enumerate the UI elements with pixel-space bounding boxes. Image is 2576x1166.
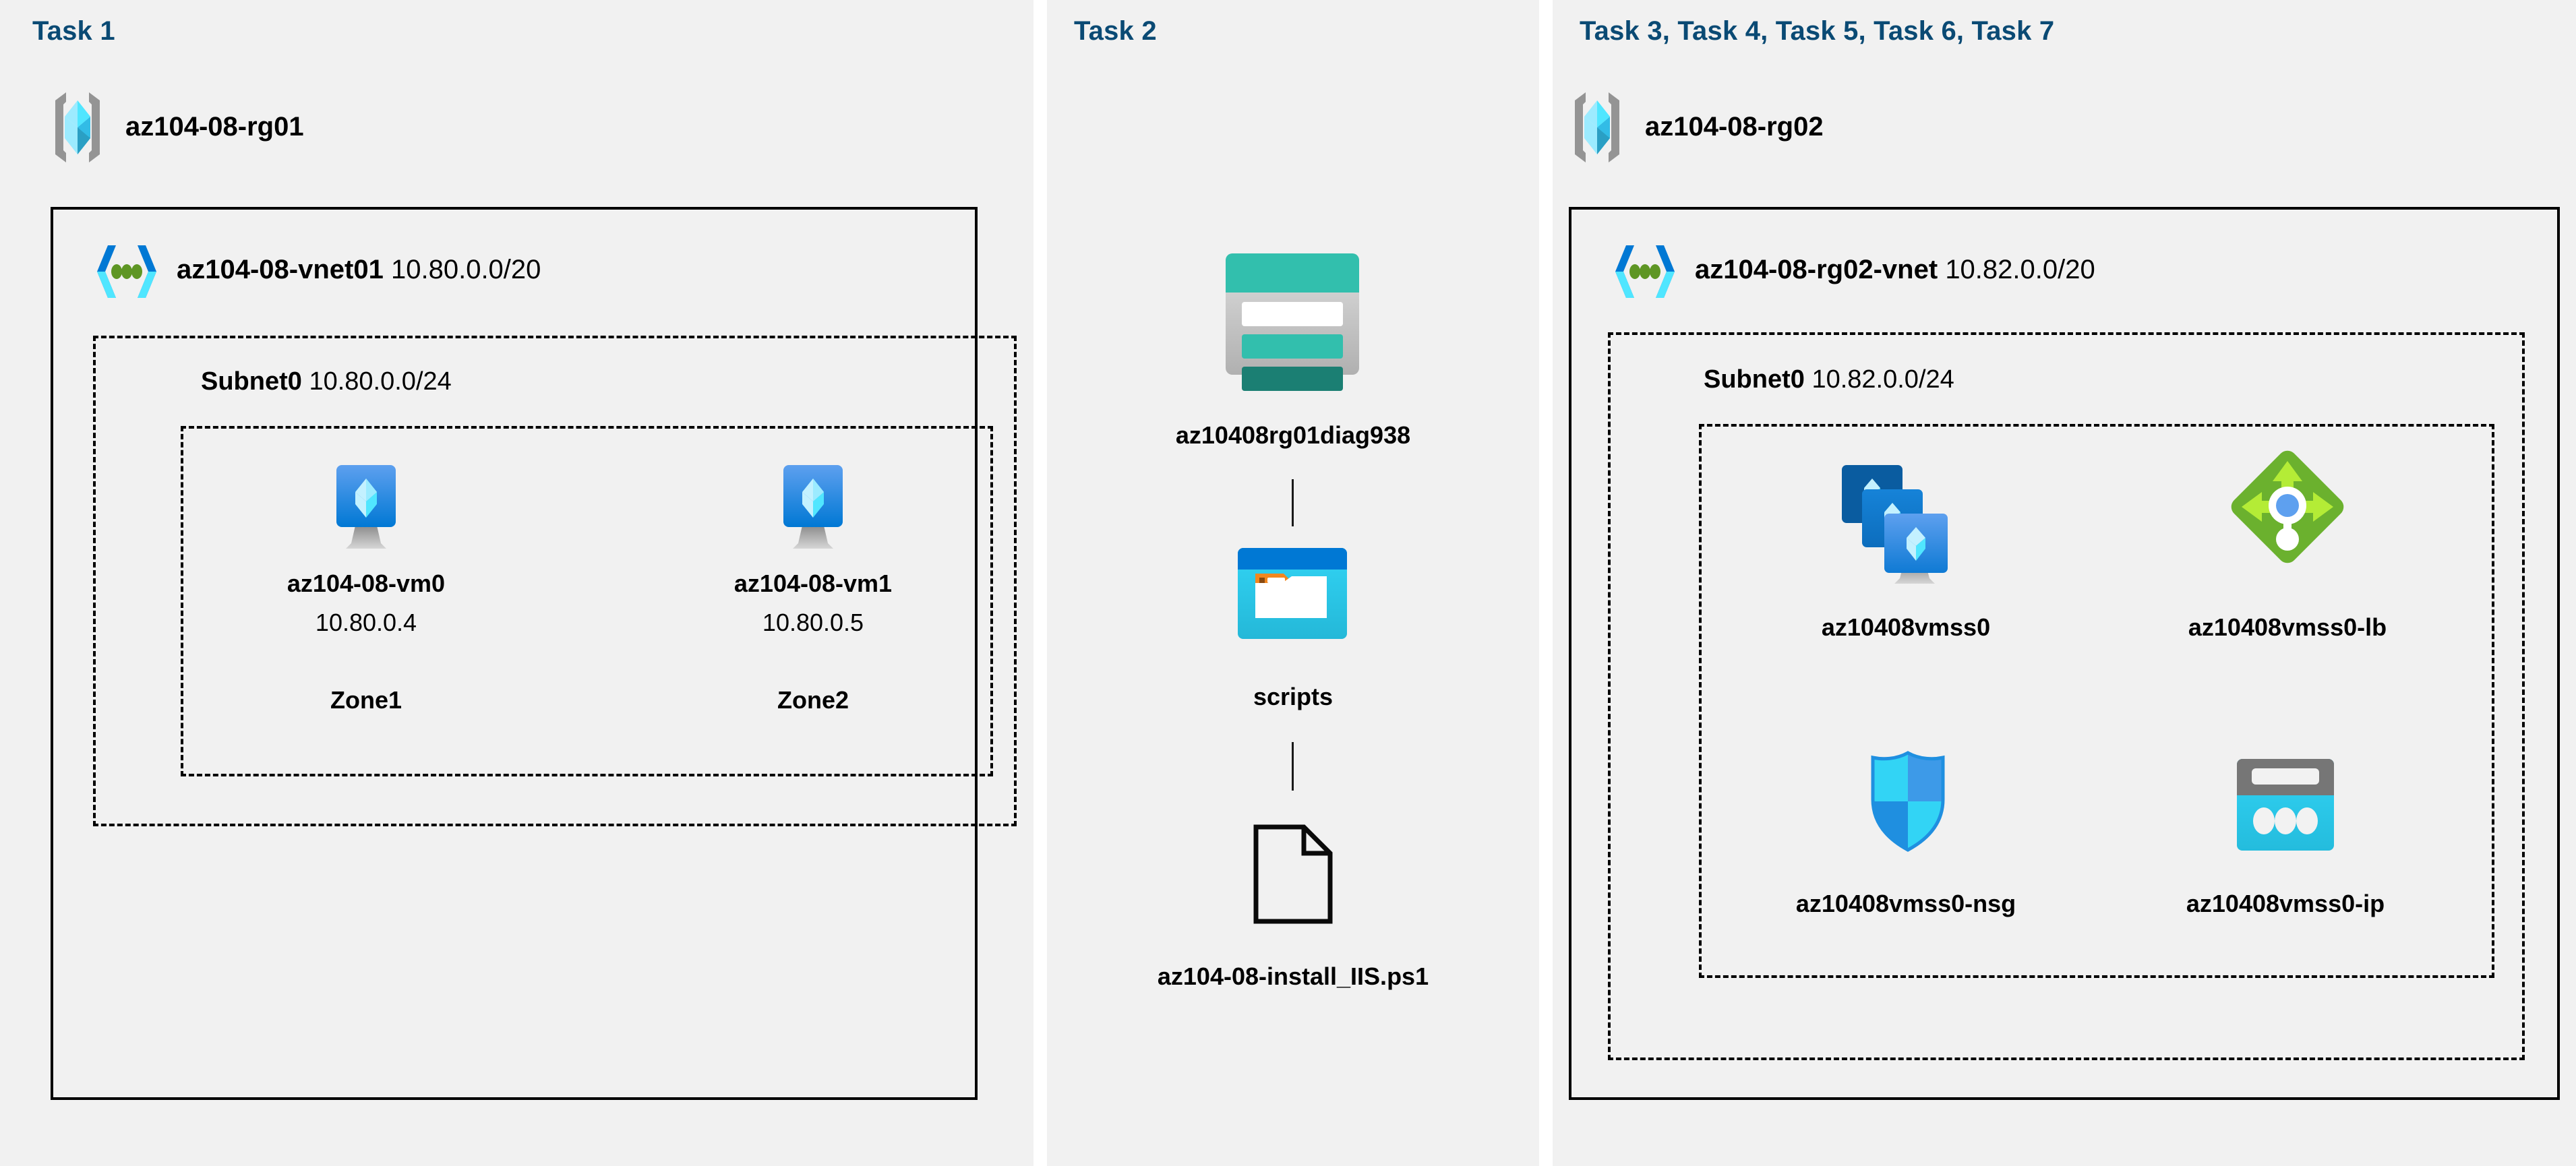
task1-vnet-name: az104-08-vnet01 — [177, 255, 384, 284]
task3to7-rg-name: az104-08-rg02 — [1645, 112, 1824, 142]
task3to7-vnet-boundary — [1569, 207, 2560, 1100]
task1-vm1-name: az104-08-vm1 — [733, 570, 893, 597]
public-ip-address-icon — [2237, 759, 2334, 851]
task3to7-subnet-boundary — [1608, 332, 2525, 1060]
task2-storage-name: az10408rg01diag938 — [1175, 421, 1411, 449]
task1-vm1-zone: Zone2 — [777, 686, 849, 714]
virtual-network-icon — [1610, 244, 1680, 299]
task1-zones-boundary — [181, 426, 993, 776]
task2-container-name: scripts — [1253, 683, 1334, 710]
task3to7-title: Task 3, Task 4, Task 5, Task 6, Task 7 — [1580, 16, 2055, 46]
virtual-network-icon — [92, 244, 162, 299]
task3to7-vnet-label: az104-08-rg02-vnet 10.82.0.0/20 — [1695, 255, 2095, 285]
task1-vm0-name: az104-08-vm0 — [287, 570, 446, 597]
task1-vnet-label: az104-08-vnet01 10.80.0.0/20 — [177, 255, 541, 285]
network-security-group-icon — [1869, 751, 1947, 852]
connector-storage-to-scripts — [1292, 479, 1294, 526]
task1-title: Task 1 — [32, 16, 115, 46]
task1-vnet-boundary — [51, 207, 978, 1100]
panel-task1 — [0, 0, 1034, 1166]
task3to7-nsg-name: az10408vmss0-nsg — [1795, 890, 2016, 917]
task3to7-subnet-label: Subnet0 10.82.0.0/24 — [1704, 365, 1954, 394]
file-document-icon — [1253, 824, 1334, 925]
storage-account-icon — [1226, 253, 1359, 391]
virtual-machine-icon — [773, 464, 853, 551]
task1-subnet-boundary — [93, 336, 1017, 826]
task1-subnet-label: Subnet0 10.80.0.0/24 — [201, 367, 452, 396]
task1-subnet-name: Subnet0 — [201, 367, 302, 396]
task3to7-pip-name: az10408vmss0-ip — [2186, 890, 2385, 917]
task2-file-name: az104-08-install_IIS.ps1 — [1157, 962, 1429, 990]
task3to7-resource-group-label: az104-08-rg02 — [1645, 112, 1824, 142]
task3to7-vnet-cidr: 10.82.0.0/20 — [1945, 255, 2095, 284]
virtual-machine-icon — [326, 464, 407, 551]
task1-vm0-zone: Zone1 — [330, 686, 402, 714]
task3to7-lb-name: az10408vmss0-lb — [2188, 613, 2387, 641]
task3to7-vnet-name: az104-08-rg02-vnet — [1695, 255, 1938, 284]
panel-task3to7 — [1553, 0, 2576, 1166]
task1-subnet-cidr: 10.80.0.0/24 — [309, 367, 452, 396]
resource-group-icon — [51, 91, 104, 164]
blob-container-icon — [1238, 548, 1347, 639]
task3to7-vmss-name: az10408vmss0 — [1821, 613, 1991, 641]
task1-vnet-cidr: 10.80.0.0/20 — [390, 255, 541, 284]
resource-group-icon — [1571, 91, 1623, 164]
task1-vm1-ip: 10.80.0.5 — [762, 609, 864, 636]
task1-resource-group-label: az104-08-rg01 — [125, 112, 304, 142]
connector-scripts-to-file — [1292, 742, 1294, 791]
task1-vm0-ip: 10.80.0.4 — [315, 609, 417, 636]
task3to7-resources-boundary — [1699, 424, 2494, 978]
vm-scale-set-icon — [1842, 462, 1970, 584]
task2-title: Task 2 — [1074, 16, 1157, 46]
task1-rg-name: az104-08-rg01 — [125, 112, 304, 142]
task3to7-subnet-name: Subnet0 — [1704, 365, 1805, 394]
load-balancer-icon — [2227, 446, 2348, 567]
task3to7-subnet-cidr: 10.82.0.0/24 — [1811, 365, 1954, 394]
